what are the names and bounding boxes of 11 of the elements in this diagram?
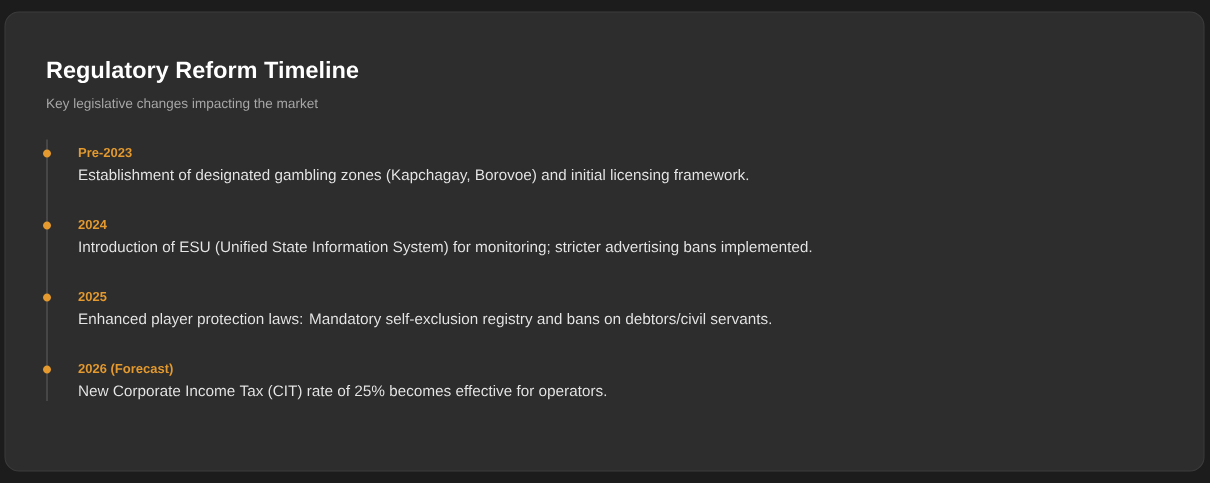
subtitle: Key legislative changes impacting the market xyxy=(47,98,318,111)
title: Regulatory Reform Timeline xyxy=(47,61,359,83)
event-description: New Corporate Income Tax (CIT) rate of 25% becomes effective for operators. xyxy=(79,385,607,400)
year-label: Pre-2023 xyxy=(78,147,132,158)
year-label: 2024 xyxy=(78,219,107,230)
year-label: 2026 (Forecast) xyxy=(78,363,173,376)
event-description: Establishment of designated gambling zones (Kapchagay, Borovoe) and initial licensing framework. xyxy=(79,169,749,184)
event-description: Enhanced player protection laws: Mandatory self-exclusion registry and bans on debtors/civil servants. xyxy=(79,313,771,328)
card xyxy=(4,11,1205,472)
year-label: 2025 xyxy=(78,291,107,302)
event-description: Introduction of ESU (Unified State Information System) for monitoring; stricter advertising bans implemented. xyxy=(79,241,812,256)
